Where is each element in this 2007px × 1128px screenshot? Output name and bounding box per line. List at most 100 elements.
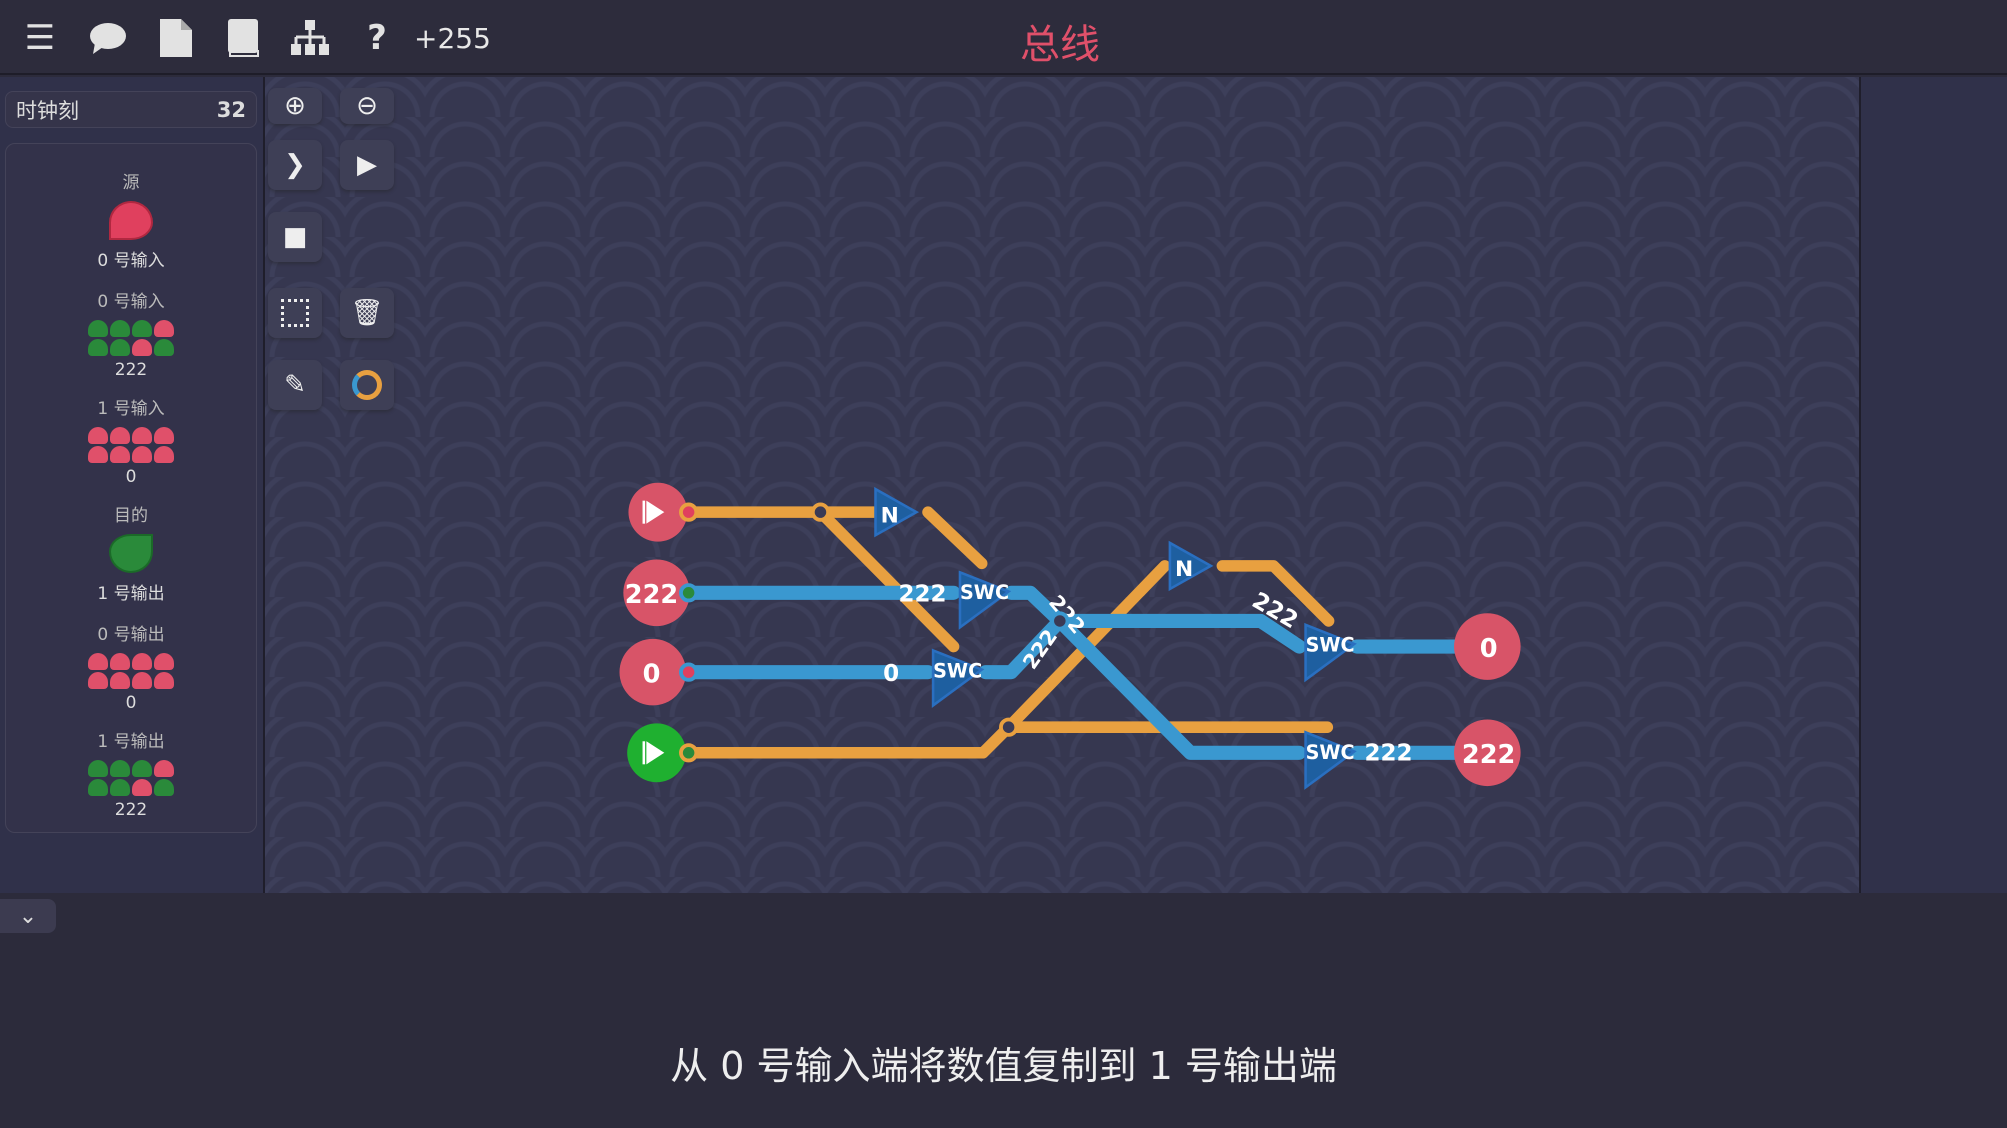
chevron-down-icon: ⌄ xyxy=(18,903,38,929)
input-1-value: 0 xyxy=(125,467,137,487)
input-0-bits xyxy=(88,320,174,356)
collapse-button[interactable]: ⌄ xyxy=(0,899,56,933)
bit-off xyxy=(88,672,108,689)
right-strip xyxy=(1859,77,2007,893)
bit-on xyxy=(132,320,152,337)
switch-label: SWC xyxy=(960,581,1009,604)
bit-on xyxy=(88,320,108,337)
bonus-counter: +255 xyxy=(414,22,491,55)
input-1-label: 1 号输入 xyxy=(97,399,165,419)
output-1-label: 1 号输出 xyxy=(97,732,165,752)
clock-value: 32 xyxy=(216,97,246,122)
switch-label: SWC xyxy=(1306,634,1355,657)
wire xyxy=(1216,560,1335,627)
play-icon: ▶ xyxy=(357,150,377,180)
bit-on xyxy=(132,760,152,777)
clock-tick-row: 时钟刻 32 xyxy=(5,91,257,128)
zoom-out-button[interactable]: ⊖ xyxy=(340,88,394,124)
color-ring-icon xyxy=(352,370,382,400)
pencil-icon: ✎ xyxy=(284,370,306,400)
input-1-bits xyxy=(88,427,174,463)
not-gate xyxy=(1168,540,1214,592)
bit-off xyxy=(110,427,130,444)
book-icon[interactable] xyxy=(223,18,263,58)
io-panel: 源 0 号输入 0 号输入 222 1 号输入 0 目的 1 号输出 0 号输出… xyxy=(5,143,257,833)
bit-off xyxy=(132,672,152,689)
not-label: N xyxy=(1175,557,1193,582)
wire xyxy=(814,506,960,653)
bit-off xyxy=(132,446,152,463)
delete-button[interactable]: 🗑 xyxy=(340,288,394,338)
pencil-button[interactable]: ✎ xyxy=(268,360,322,410)
bit-off xyxy=(132,653,152,670)
bit-off xyxy=(154,760,174,777)
page-title: 总线 xyxy=(1020,22,1100,68)
bit-on xyxy=(110,760,130,777)
bit-off xyxy=(110,653,130,670)
bit-on xyxy=(154,779,174,796)
bit-off xyxy=(110,672,130,689)
input-0-label: 0 号输入 xyxy=(97,292,165,312)
input-node-1 xyxy=(619,638,687,706)
play-button[interactable]: ▶ xyxy=(340,140,394,190)
bit-off xyxy=(154,672,174,689)
source-drop-icon xyxy=(109,201,153,240)
bit-off xyxy=(88,653,108,670)
color-button[interactable] xyxy=(340,360,394,410)
chevron-right-icon: ❯ xyxy=(284,150,306,180)
help-icon[interactable]: ? xyxy=(367,18,387,58)
bit-on xyxy=(110,320,130,337)
wire-value-label: 222 xyxy=(899,582,947,608)
output-0-label: 0 号输出 xyxy=(97,625,165,645)
zoom-in-button[interactable]: ⊕ xyxy=(268,88,322,124)
source-label: 0 号输入 xyxy=(97,251,165,271)
zoom-out-icon: ⊖ xyxy=(356,91,378,121)
wire-value-label: 222 xyxy=(1364,740,1412,766)
dest-heading: 目的 xyxy=(114,506,148,526)
bit-off xyxy=(154,320,174,337)
zoom-in-icon: ⊕ xyxy=(284,91,306,121)
hierarchy-icon[interactable] xyxy=(290,18,330,58)
dest-label: 1 号输出 xyxy=(97,584,165,604)
file-icon[interactable] xyxy=(156,18,196,58)
bit-on xyxy=(154,339,174,356)
chat-icon[interactable] xyxy=(88,18,128,58)
output-1-node-value: 222 xyxy=(1462,740,1515,770)
wire xyxy=(922,506,988,570)
input-0-node-value: 222 xyxy=(625,580,678,610)
menu-icon[interactable]: ☰ xyxy=(24,18,56,58)
bit-off xyxy=(154,446,174,463)
select-button[interactable] xyxy=(268,288,322,338)
switch-gate xyxy=(931,648,985,708)
bit-off xyxy=(132,427,152,444)
switch-label: SWC xyxy=(1306,741,1355,764)
junctions xyxy=(679,502,1070,763)
stop-button[interactable]: ■ xyxy=(268,212,322,262)
bit-off xyxy=(132,779,152,796)
circuit-canvas[interactable] xyxy=(263,77,1859,893)
step-button[interactable]: ❯ xyxy=(268,140,322,190)
trash-icon: 🗑 xyxy=(350,298,384,328)
bit-off xyxy=(88,446,108,463)
bit-off xyxy=(154,427,174,444)
bit-on xyxy=(88,339,108,356)
bit-off xyxy=(154,653,174,670)
output-node-0 xyxy=(1454,613,1521,680)
bit-off xyxy=(88,427,108,444)
io-nodes: 222 0 0 222 xyxy=(619,482,1521,787)
input-1-node-value: 0 xyxy=(643,659,661,689)
not-label: N xyxy=(881,503,899,528)
bit-off xyxy=(110,446,130,463)
switch-gate xyxy=(958,570,1012,630)
bit-on xyxy=(88,779,108,796)
bit-off xyxy=(132,339,152,356)
output-0-node-value: 0 xyxy=(1480,634,1498,664)
clock-label: 时钟刻 xyxy=(16,98,79,123)
output-0-bits xyxy=(88,653,174,689)
stop-icon: ■ xyxy=(282,222,308,252)
level-instruction: 从 0 号输入端将数值复制到 1 号输出端 xyxy=(670,1044,1337,1088)
switch-gate xyxy=(1304,622,1357,683)
output-1-bits xyxy=(88,760,174,796)
input-0-value: 222 xyxy=(114,360,148,380)
